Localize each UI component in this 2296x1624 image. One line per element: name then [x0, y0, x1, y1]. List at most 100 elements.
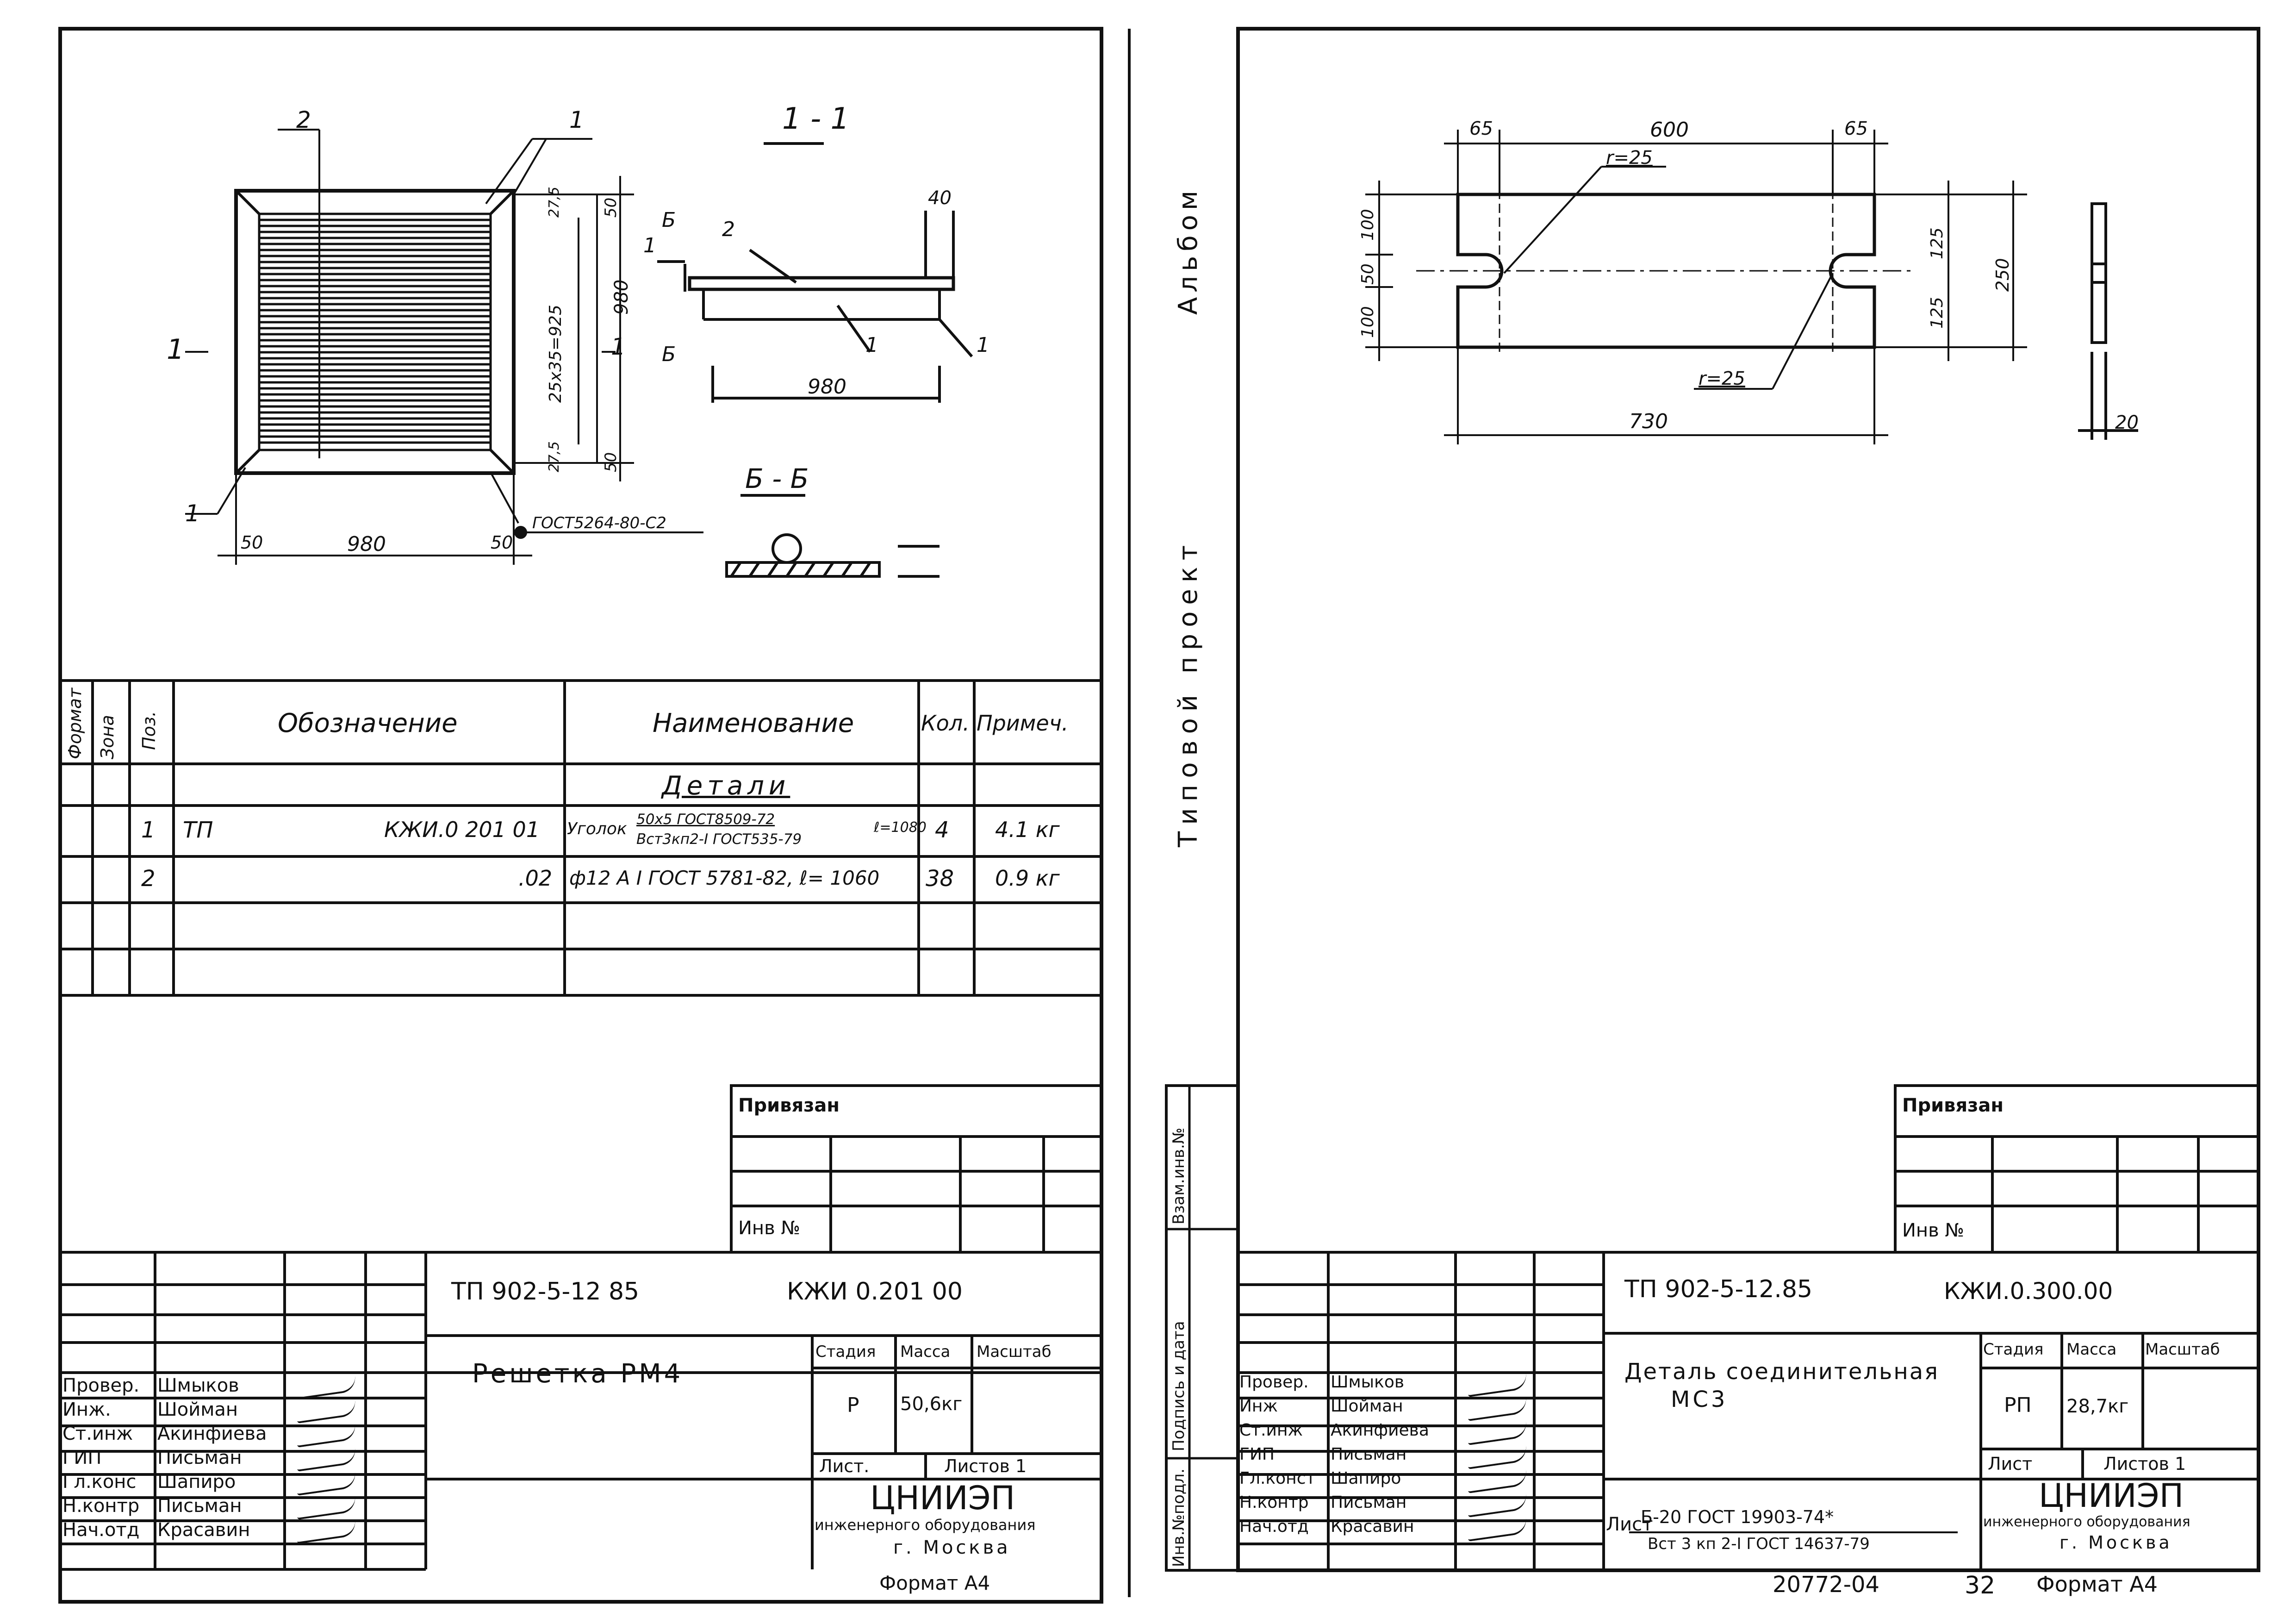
row2-name: ф12 А I ГОСТ 5781-82, ℓ= 1060	[569, 867, 880, 889]
staff-role: Инж.	[62, 1399, 111, 1420]
staff-name: Акинфиева	[157, 1423, 267, 1444]
left-code-tp: ТП 902-5-12 85	[451, 1278, 640, 1305]
staff-role: Н.контр	[1239, 1493, 1309, 1512]
right-inv-no-label: Инв №	[1902, 1220, 1964, 1241]
section-callout-1b: 1	[865, 333, 878, 357]
staff-name: Шапиро	[157, 1471, 236, 1493]
row2-qty: 38	[926, 866, 954, 892]
left-massa-label: Масса	[900, 1343, 951, 1361]
row1-note: 4.1 кг	[995, 817, 1060, 842]
right-city: г. Москва	[2060, 1532, 2172, 1553]
right-org-name: ЦНИИЭП	[2039, 1477, 2184, 1515]
section-details-label: Детали	[662, 771, 790, 801]
staff-name: Письман	[1331, 1445, 1407, 1464]
left-sheet-frame	[58, 27, 1103, 1604]
dim-50: 50	[1358, 263, 1377, 285]
row2-designation: .02	[518, 866, 553, 891]
staff-role: Н.контр	[62, 1495, 140, 1517]
staff-name: Красавин	[1331, 1517, 1414, 1536]
dim-250: 250	[1992, 258, 2013, 292]
plan-dim-25x35: 25х35=925	[546, 305, 565, 403]
grating-bars	[259, 219, 491, 444]
footer-page: 32	[1965, 1572, 1996, 1599]
left-org-name: ЦНИИЭП	[870, 1479, 1015, 1517]
staff-name: Письман	[157, 1495, 242, 1517]
right-code-kzhi: КЖИ.0.300.00	[1944, 1278, 2113, 1305]
row1-name-main: Уголок	[567, 819, 627, 838]
left-sheet	[58, 27, 1103, 1604]
col-header-format: Формат	[65, 687, 85, 759]
plan-dim-980: 980	[347, 532, 386, 556]
footer-format: Формат А4	[2036, 1572, 2158, 1597]
project-label: Типовой проект	[1173, 538, 1203, 847]
section-dim-980: 980	[808, 375, 846, 399]
dim-600: 600	[1650, 118, 1689, 142]
staff-role: Гл.конст	[1239, 1469, 1316, 1488]
dim-65-right: 65	[1844, 118, 1868, 139]
staff-name: Письман	[1331, 1493, 1407, 1512]
section-dim-40: 40	[928, 187, 952, 209]
staff-name: Акинфиева	[1331, 1421, 1429, 1440]
left-listov-label: Листов 1	[944, 1456, 1027, 1476]
grating-plan-dims	[185, 129, 703, 565]
right-product-name-2: МС3	[1671, 1387, 1728, 1412]
plan-dim-980-vertical: 980	[611, 279, 632, 315]
row1-designation: КЖИ.0 201 01	[384, 817, 540, 842]
side-label-vzam: Взам.инв.№	[1170, 1127, 1188, 1224]
dim-20: 20	[2115, 412, 2139, 433]
staff-role: ГИП	[62, 1447, 102, 1468]
weld-gost-label: ГОСТ5264-80-С2	[532, 514, 666, 532]
left-privyazan-label: Привязан	[738, 1095, 840, 1116]
plan-dim-27-5-bottom: 27,5	[546, 441, 562, 472]
right-massa-label: Масса	[2066, 1340, 2117, 1359]
staff-name: Шапиро	[1331, 1469, 1401, 1488]
staff-name: Шмыков	[1331, 1373, 1405, 1392]
dim-100-bottom: 100	[1358, 306, 1377, 338]
detail-ms3-side-view	[2078, 202, 2138, 440]
right-list2-label: Лист	[1988, 1454, 2033, 1474]
staff-role: Провер.	[1239, 1373, 1309, 1392]
row1-qty: 4	[935, 817, 949, 843]
staff-name: Шойман	[157, 1399, 238, 1420]
plan-dim-27-5-top: 27,5	[546, 187, 562, 218]
section-1-1-view	[657, 142, 973, 403]
section-callout-1c: 1	[977, 333, 989, 357]
section-bb-title: Б - Б	[745, 463, 809, 494]
col-header-name: Наименование	[653, 708, 854, 738]
right-material-bottom: Вст 3 кп 2-I ГОСТ 14637-79	[1648, 1535, 1870, 1553]
letter-b-bottom: Б	[662, 343, 676, 366]
plan-dim-50-right: 50	[491, 532, 513, 553]
right-stadia-label: Стадия	[1983, 1340, 2044, 1359]
col-header-designation: Обозначение	[278, 708, 458, 738]
section-callout-1a: 1	[643, 234, 656, 257]
staff-role: Провер.	[62, 1375, 140, 1396]
plan-dim-50-top: 50	[602, 197, 620, 218]
detail-ms3-plan	[1416, 190, 1916, 352]
spec-table-grid	[60, 679, 1101, 997]
right-masshtab-label: Масштаб	[2145, 1340, 2220, 1359]
staff-name: Письман	[157, 1447, 242, 1468]
staff-name: Красавин	[157, 1519, 250, 1541]
dim-65-left: 65	[1469, 118, 1493, 139]
right-material-top: Б-20 ГОСТ 19903-74*	[1641, 1507, 1834, 1527]
row1-prefix: ТП	[183, 817, 213, 843]
right-product-name-1: Деталь соединительная	[1624, 1359, 1940, 1385]
dim-125-top: 125	[1928, 227, 1947, 259]
section-1-1-title: 1 - 1	[782, 102, 850, 136]
left-massa-value: 50,6кг	[900, 1393, 963, 1415]
col-header-qty: Кол.	[921, 711, 970, 736]
right-title-block-grid	[1238, 1084, 2260, 1570]
side-label-inv-podl: Инв.№подл.	[1170, 1468, 1188, 1567]
left-title-block-grid	[60, 1084, 1103, 1571]
left-stadia-value: Р	[847, 1393, 859, 1417]
staff-role: Гл.конс	[62, 1471, 137, 1493]
detail-ms3-dims	[1365, 130, 2027, 444]
left-list-label: Лист.	[819, 1456, 870, 1476]
staff-name: Шойман	[1331, 1397, 1403, 1416]
grating-plan-view	[234, 189, 516, 475]
callout-1-corner-label: 1	[185, 500, 200, 527]
col-header-pos: Поз.	[139, 711, 159, 750]
dim-730: 730	[1629, 410, 1668, 433]
col-header-note: Примеч.	[977, 711, 1069, 736]
